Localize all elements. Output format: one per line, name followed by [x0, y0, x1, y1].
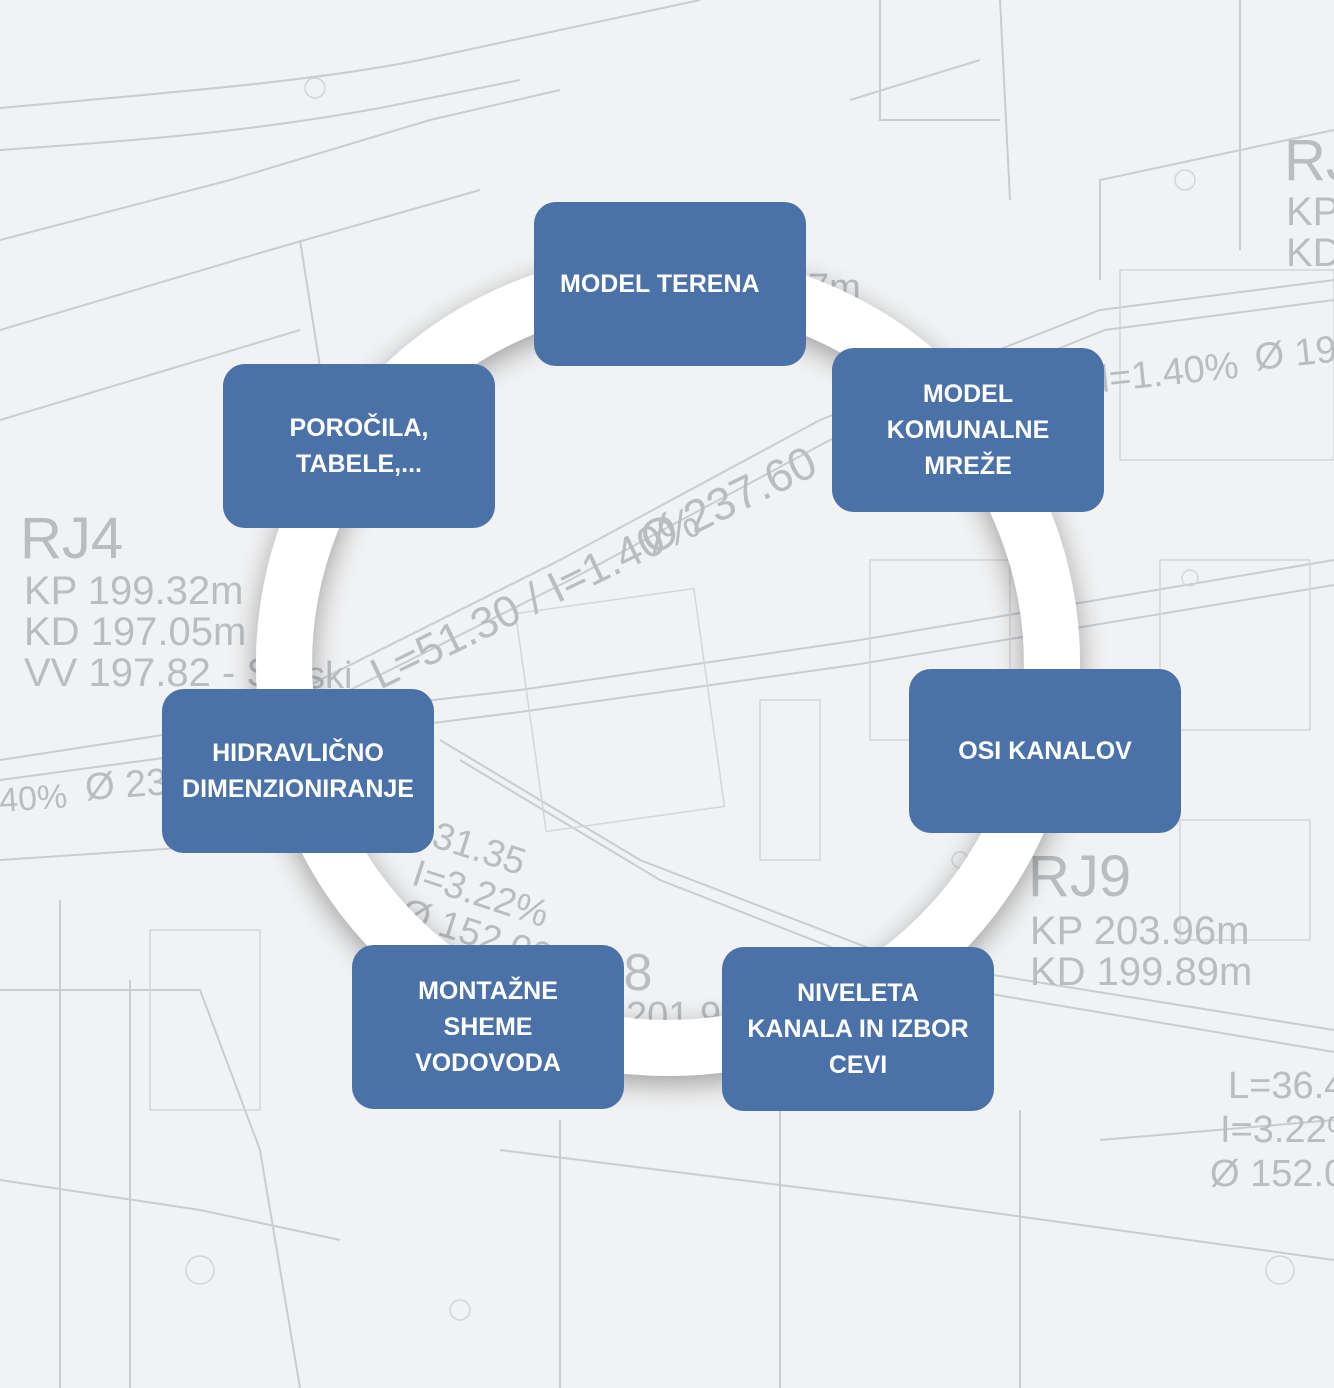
bg-line: [849, 59, 981, 101]
bg-label: I=3.22%: [1220, 1109, 1334, 1151]
bg-label: KP 203.96m: [1030, 909, 1249, 953]
bg-manhole: [1174, 169, 1196, 191]
bg-label: KD 197.05m: [24, 610, 246, 654]
bg-line: [1099, 129, 1334, 280]
bg-building: [1179, 819, 1311, 941]
bg-line: [0, 1179, 341, 1241]
bg-manhole: [1181, 569, 1199, 587]
bg-line: [0, 329, 301, 421]
node-porocila: POROČILA, TABELE,...: [223, 364, 495, 528]
bg-manhole: [304, 77, 326, 99]
bg-manhole: [1265, 1255, 1295, 1285]
node-model-terena: MODEL TERENA: [534, 202, 806, 366]
bg-manhole: [185, 1255, 215, 1285]
bg-line: [0, 89, 561, 241]
bg-label: RJ9: [1028, 844, 1131, 909]
bg-label: Ø 23: [84, 761, 169, 809]
bg-line: [0, 0, 701, 109]
node-hidravlicno-dimenzioniranje: HIDRAVLIČNO DIMENZIONIRANJE: [162, 689, 434, 853]
bg-label: RJ4: [20, 506, 123, 571]
bg-building: [759, 699, 821, 861]
node-niveleta-kanala: NIVELETA KANALA IN IZBOR CEVI: [722, 947, 994, 1111]
bg-building: [1119, 269, 1334, 461]
bg-building: [514, 587, 726, 833]
bg-line: [499, 1149, 1334, 1261]
bg-label: Ø 152.0: [1210, 1153, 1334, 1195]
bg-line: [879, 0, 1000, 121]
bg-manhole: [449, 1299, 471, 1321]
bg-line: [309, 299, 1334, 711]
bg-label: KD 199.89m: [1030, 950, 1252, 994]
bg-label: VV 197.82 - Str: [24, 651, 297, 695]
bg-line: [439, 739, 1334, 1031]
bg-label: KD: [1286, 231, 1334, 275]
bg-line: [299, 279, 1334, 691]
node-osi-kanalov: OSI KANALOV: [909, 669, 1181, 833]
bg-line: [0, 79, 521, 151]
bg-label: KP 199.32m: [24, 569, 243, 613]
bg-label: KP: [1286, 190, 1334, 234]
bg-building: [1159, 559, 1311, 731]
bg-label: Ø 19: [1253, 329, 1334, 379]
bg-line: [999, 0, 1011, 201]
bg-label: L=36.4: [1228, 1065, 1334, 1107]
node-montazne-sheme: MONTAŽNE SHEME VODOVODA: [352, 945, 624, 1109]
bg-line: [459, 759, 1334, 1053]
bg-line: [0, 189, 481, 331]
node-model-komunalne-mreze: MODEL KOMUNALNE MREŽE: [832, 348, 1104, 512]
bg-line: [1099, 1119, 1334, 1141]
bg-line: [0, 989, 301, 1388]
bg-building: [149, 929, 261, 1111]
bg-label: 40%: [0, 777, 68, 820]
bg-label: RJ: [1284, 128, 1334, 193]
